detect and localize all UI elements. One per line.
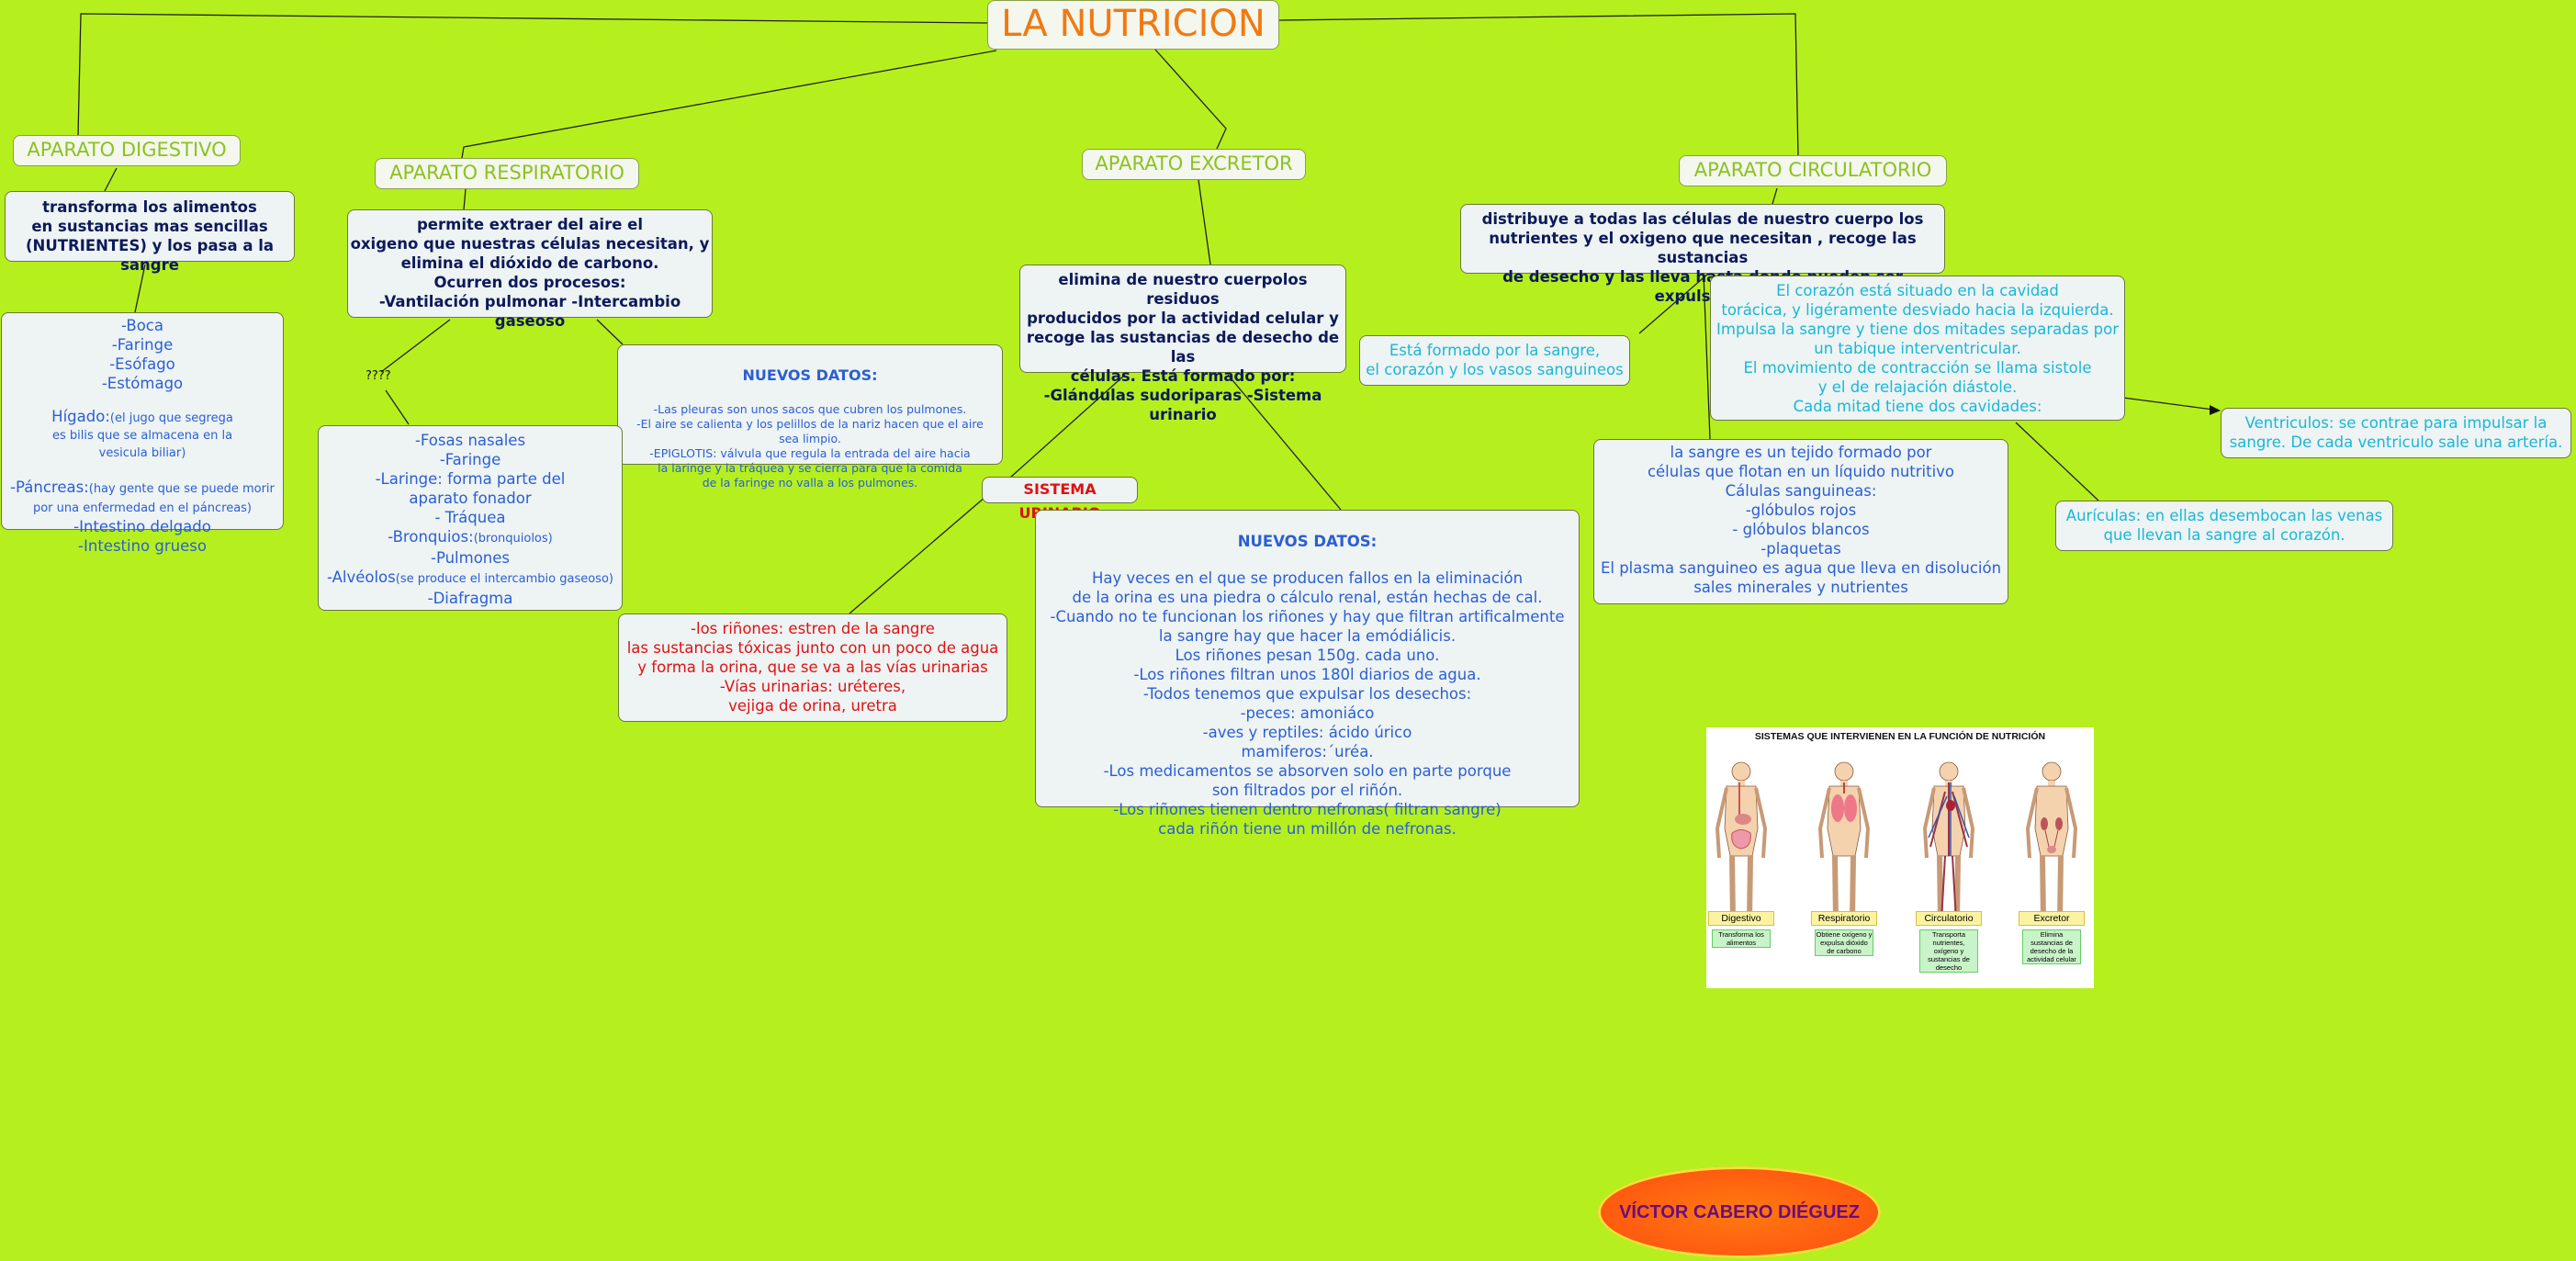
nutrition-systems-figure: SISTEMAS QUE INTERVIENEN EN LA FUNCIÓN D… <box>1706 727 2094 988</box>
organ-intestino-delgado: -Intestino delgado <box>2 517 283 536</box>
system-excretor: Excretor Elimina sustancias de desecho d… <box>2019 911 2085 964</box>
organ-diafragma: -Diafragma <box>319 589 622 608</box>
header-aparato-excretor: APARATO EXCRETOR <box>1082 149 1306 180</box>
organ-esofago: -Esófago <box>2 355 283 374</box>
organ-boca: -Boca <box>2 316 283 335</box>
respiratorio-description: permite extraer del aire el oxigeno que … <box>347 209 713 318</box>
question-marks-label: ???? <box>366 369 391 383</box>
author-badge: VÍCTOR CABERO DIÉGUEZ <box>1598 1166 1881 1258</box>
author-name: VÍCTOR CABERO DIÉGUEZ <box>1619 1202 1860 1223</box>
organ-higado-label: Hígado: <box>51 408 110 425</box>
organ-alveolos-label: -Alvéolos <box>327 569 396 586</box>
system-respiratorio-desc: Obtiene oxígeno y expulsa dióxido de car… <box>1815 929 1873 956</box>
digestivo-organs: -Boca -Faringe -Esófago -Estómago Hígado… <box>1 312 284 530</box>
excretor-nuevos-datos: NUEVOS DATOS: Hay veces en el que se pro… <box>1035 510 1580 807</box>
organ-laringe: -Laringe: forma parte del aparato fonado… <box>319 469 622 508</box>
organ-estomago: -Estómago <box>2 374 283 393</box>
excretor-nuevos-title: NUEVOS DATOS: <box>1036 532 1579 551</box>
organ-pulmones: -Pulmones <box>319 548 622 568</box>
respiratorio-nuevos-body: -Las pleuras son unos sacos que cubren l… <box>618 402 1002 490</box>
system-excretor-desc: Elimina sustancias de desecho de la acti… <box>2022 929 2081 964</box>
respiratorio-nuevos-title: NUEVOS DATOS: <box>618 366 1002 385</box>
circulatorio-auriculas: Aurículas: en ellas desembocan las venas… <box>2055 501 2393 551</box>
circulatorio-corazon: El corazón está situado en la cavidad to… <box>1710 276 2125 421</box>
organ-intestino-grueso: -Intestino grueso <box>2 536 283 556</box>
organ-traquea: - Tráquea <box>319 508 622 527</box>
system-circulatorio-desc: Transporta nutrientes, oxígeno y sustanc… <box>1919 929 1978 973</box>
system-circulatorio: Circulatorio Transporta nutrientes, oxíg… <box>1916 911 1982 973</box>
header-aparato-respiratorio: APARATO RESPIRATORIO <box>375 158 639 189</box>
organ-faringe-resp: -Faringe <box>319 450 622 469</box>
organ-bronquios: -Bronquios:(bronquiolos) <box>319 527 622 548</box>
page-title: LA NUTRICION <box>987 0 1279 50</box>
organ-faringe: -Faringe <box>2 335 283 355</box>
system-excretor-label: Excretor <box>2019 911 2085 926</box>
organ-fosas-nasales: -Fosas nasales <box>319 431 622 450</box>
system-respiratorio-label: Respiratorio <box>1811 911 1877 926</box>
system-digestivo-desc: Transforma los alimentos <box>1712 929 1771 948</box>
respiratorio-organs: -Fosas nasales -Faringe -Laringe: forma … <box>318 425 623 611</box>
excretor-nuevos-body: Hay veces en el que se producen fallos e… <box>1036 569 1579 839</box>
circulatorio-description: distribuye a todas las células de nuestr… <box>1460 204 1945 274</box>
system-digestivo-label: Digestivo <box>1708 911 1774 926</box>
excretor-rinones: -los riñones: estren de la sangre las su… <box>618 614 1007 722</box>
organ-alveolos: -Alvéolos(se produce el intercambio gase… <box>319 568 622 589</box>
organ-pancreas-label: -Páncreas: <box>10 479 89 496</box>
organ-higado: Hígado:(el jugo que segrega es bilis que… <box>2 393 283 461</box>
excretor-description: elimina de nuestro cuerpolos residuos pr… <box>1019 265 1346 373</box>
circulatorio-ventriculos: Ventriculos: se contrae para impulsar la… <box>2221 408 2571 458</box>
respiratorio-nuevos-datos: NUEVOS DATOS: -Las pleuras son unos saco… <box>617 344 1003 465</box>
organ-alveolos-note: (se produce el intercambio gaseoso) <box>396 572 613 586</box>
organ-pancreas: -Páncreas:(hay gente que se puede morir … <box>2 461 283 517</box>
circulatorio-sangre: la sangre es un tejido formado por célul… <box>1593 439 2008 604</box>
organ-bronquios-note: (bronquiolos) <box>474 532 553 546</box>
digestivo-description: transforma los alimentos en sustancias m… <box>5 191 295 262</box>
organ-bronquios-label: -Bronquios: <box>388 528 473 546</box>
header-aparato-circulatorio: APARATO CIRCULATORIO <box>1679 155 1947 186</box>
header-aparato-digestivo: APARATO DIGESTIVO <box>13 135 241 166</box>
sistema-urinario-label: SISTEMA URINARIO <box>982 477 1138 503</box>
system-respiratorio: Respiratorio Obtiene oxígeno y expulsa d… <box>1811 911 1877 956</box>
system-circulatorio-label: Circulatorio <box>1916 911 1982 926</box>
system-digestivo: Digestivo Transforma los alimentos <box>1708 911 1774 948</box>
circulatorio-formado: Está formado por la sangre, el corazón y… <box>1359 335 1630 386</box>
